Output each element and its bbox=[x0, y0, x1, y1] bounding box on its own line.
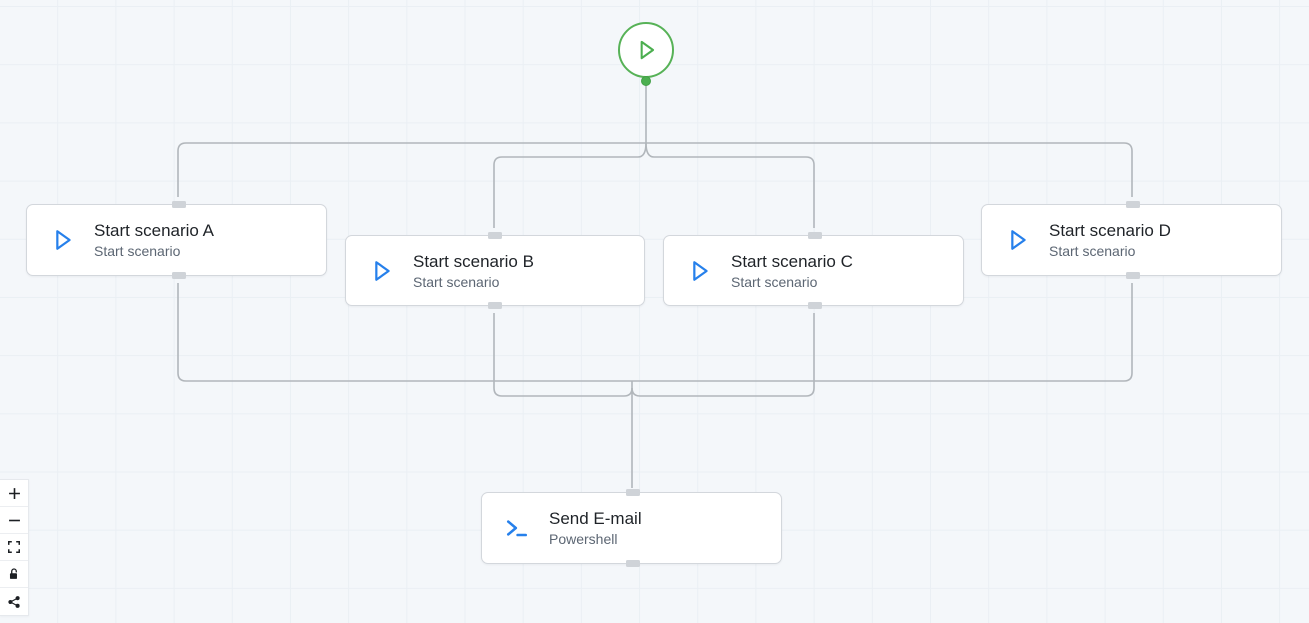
start-trigger-node[interactable] bbox=[618, 22, 674, 78]
start-output-handle[interactable] bbox=[641, 76, 651, 86]
zoom-in-button[interactable] bbox=[0, 480, 28, 507]
play-triangle-icon bbox=[631, 35, 661, 65]
play-triangle-icon bbox=[684, 256, 714, 286]
node-title: Start scenario A bbox=[94, 221, 215, 240]
node-title: Start scenario D bbox=[1049, 221, 1171, 240]
node-subtitle: Start scenario bbox=[731, 273, 818, 290]
share-nodes-icon bbox=[7, 595, 21, 609]
zoom-out-button[interactable] bbox=[0, 507, 28, 534]
lock-button[interactable] bbox=[0, 561, 28, 588]
play-triangle-icon bbox=[47, 225, 77, 255]
node-input-handle[interactable] bbox=[626, 489, 640, 496]
node-output-handle[interactable] bbox=[1126, 272, 1140, 279]
edge-start-to-scenario-d bbox=[646, 142, 1133, 197]
node-subtitle: Start scenario bbox=[94, 243, 181, 259]
node-scenario-a[interactable]: Start scenario A Start scenario bbox=[26, 201, 327, 279]
minus-icon bbox=[7, 513, 22, 528]
node-scenario-b[interactable]: Start scenario B Start scenario bbox=[345, 232, 645, 309]
node-scenario-c[interactable]: Start scenario C Start scenario bbox=[663, 232, 964, 309]
node-title: Send E-mail bbox=[549, 509, 642, 528]
edge-start-to-scenario-b bbox=[493, 142, 647, 228]
canvas-controls-toolbar[interactable] bbox=[0, 479, 29, 616]
node-output-handle[interactable] bbox=[626, 560, 640, 567]
node-input-handle[interactable] bbox=[488, 232, 502, 239]
node-title: Start scenario B bbox=[413, 251, 534, 271]
edge-scenario-b-to-send-email bbox=[493, 313, 633, 397]
terminal-prompt-icon bbox=[502, 513, 532, 543]
node-output-handle[interactable] bbox=[488, 302, 502, 309]
node-subtitle: Start scenario bbox=[1049, 243, 1136, 259]
play-triangle-icon bbox=[366, 256, 396, 286]
node-subtitle: Powershell bbox=[549, 531, 618, 547]
node-input-handle[interactable] bbox=[172, 201, 186, 208]
node-output-handle[interactable] bbox=[808, 302, 822, 309]
edge-start-to-scenario-c bbox=[645, 142, 815, 228]
share-button[interactable] bbox=[0, 588, 28, 615]
node-subtitle: Start scenario bbox=[413, 273, 500, 290]
node-input-handle[interactable] bbox=[1126, 201, 1140, 208]
node-send-email[interactable]: Send E-mail Powershell bbox=[481, 489, 782, 567]
node-scenario-d[interactable]: Start scenario D Start scenario bbox=[981, 201, 1282, 279]
fit-view-button[interactable] bbox=[0, 534, 28, 561]
edge-scenario-c-to-send-email bbox=[631, 313, 815, 397]
play-triangle-icon bbox=[1002, 225, 1032, 255]
node-title: Start scenario C bbox=[731, 251, 853, 271]
lock-icon bbox=[7, 567, 21, 581]
fit-view-icon bbox=[7, 540, 21, 554]
edge-start-to-scenario-a bbox=[177, 142, 646, 197]
node-output-handle[interactable] bbox=[172, 272, 186, 279]
plus-icon bbox=[7, 486, 22, 501]
node-input-handle[interactable] bbox=[808, 232, 822, 239]
